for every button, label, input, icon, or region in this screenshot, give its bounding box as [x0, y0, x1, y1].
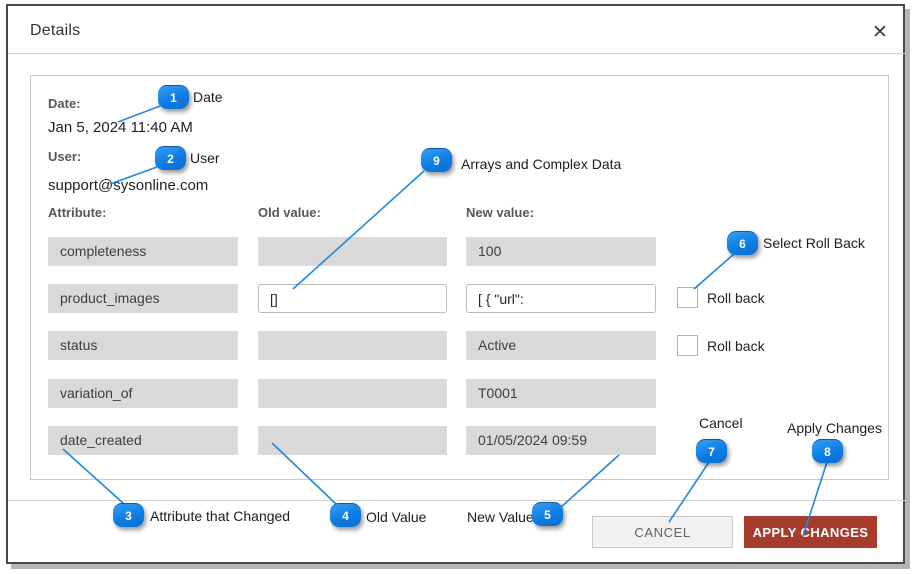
attribute-field: date_created: [48, 426, 238, 455]
user-value: support@sysonline.com: [48, 177, 209, 194]
callout-marker-4: 4: [330, 503, 361, 527]
cancel-button[interactable]: CANCEL: [592, 516, 733, 548]
title-divider: [8, 53, 905, 54]
old-value-field: [258, 379, 447, 408]
new-value-field: 100: [466, 237, 656, 266]
callout-label-date: Date: [193, 89, 223, 105]
new-value-field: Active: [466, 331, 656, 360]
column-header-attribute: Attribute:: [48, 205, 107, 220]
new-value-field: T0001: [466, 379, 656, 408]
callout-label-cancel: Cancel: [699, 415, 743, 431]
old-value-field: [258, 426, 447, 455]
callout-marker-6: 6: [727, 231, 758, 255]
callout-label-new-value: New Value: [467, 509, 534, 525]
close-icon[interactable]: ✕: [866, 18, 894, 46]
footer-divider: [8, 500, 905, 501]
rollback-checkbox[interactable]: [677, 287, 698, 308]
callout-marker-5: 5: [532, 502, 563, 526]
new-value-input[interactable]: [466, 284, 656, 313]
old-value-field: [258, 331, 447, 360]
callout-marker-3: 3: [113, 503, 144, 527]
callout-label-select-rollback: Select Roll Back: [763, 235, 865, 251]
old-value-input[interactable]: [258, 284, 447, 313]
rollback-label: Roll back: [707, 338, 765, 354]
column-header-old-value: Old value:: [258, 205, 321, 220]
attribute-field: product_images: [48, 284, 238, 313]
dialog-title: Details: [30, 22, 81, 39]
attribute-field: status: [48, 331, 238, 360]
callout-label-apply-changes: Apply Changes: [787, 420, 882, 436]
column-header-new-value: New value:: [466, 205, 534, 220]
callout-marker-2: 2: [155, 146, 186, 170]
new-value-field: 01/05/2024 09:59: [466, 426, 656, 455]
attribute-field: completeness: [48, 237, 238, 266]
callout-label-user: User: [190, 150, 220, 166]
callout-label-attribute-changed: Attribute that Changed: [150, 508, 291, 524]
user-label: User:: [48, 149, 82, 164]
date-label: Date:: [48, 96, 81, 111]
callout-marker-1: 1: [158, 85, 189, 109]
callout-marker-9: 9: [421, 148, 452, 172]
date-value: Jan 5, 2024 11:40 AM: [48, 119, 193, 136]
apply-changes-button[interactable]: APPLY CHANGES: [744, 516, 877, 548]
callout-marker-7: 7: [696, 439, 727, 463]
attribute-field: variation_of: [48, 379, 238, 408]
rollback-checkbox[interactable]: [677, 335, 698, 356]
callout-label-arrays: Arrays and Complex Data: [461, 156, 622, 172]
rollback-label: Roll back: [707, 290, 765, 306]
callout-label-old-value: Old Value: [366, 509, 427, 525]
old-value-field: [258, 237, 447, 266]
content-box: [30, 75, 889, 480]
callout-marker-8: 8: [812, 439, 843, 463]
